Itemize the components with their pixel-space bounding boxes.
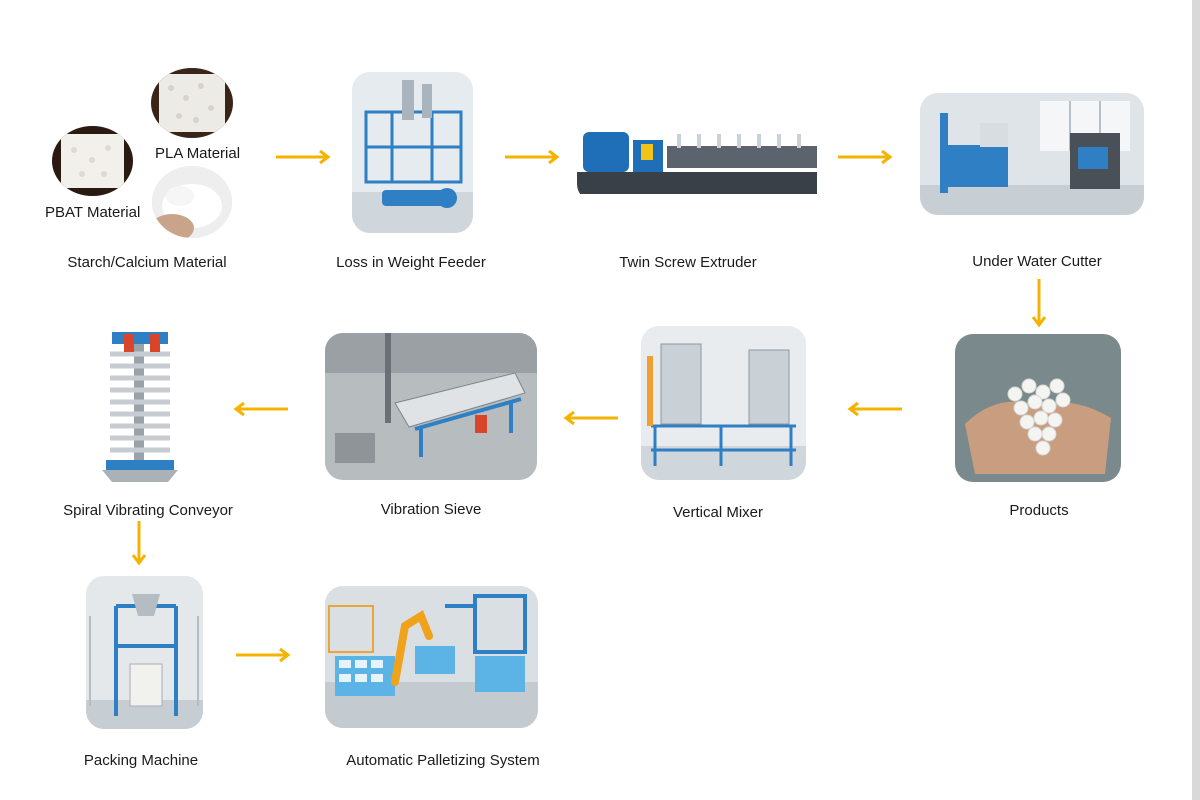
automatic-palletizing-system-photo [325,586,538,728]
arrow-left-mixer-to-sieve [562,410,618,426]
twin-screw-extruder-label: Twin Screw Extruder [619,254,757,271]
arrow-left-products-to-mixer [846,401,902,417]
arrow-right-packing-to-palletizing [236,647,292,663]
automatic-palletizing-system-label: Automatic Palletizing System [346,752,540,769]
arrow-down-conveyor-to-packing [131,521,147,567]
loss-in-weight-feeder-label: Loss in Weight Feeder [336,254,486,271]
packing-machine-photo [86,576,203,729]
arrow-right-materials-to-feeder [276,149,332,165]
spiral-vibrating-conveyor-label: Spiral Vibrating Conveyor [63,502,233,519]
vertical-mixer-label: Vertical Mixer [672,504,764,521]
arrow-left-sieve-to-conveyor [232,401,288,417]
pbat-material-label: PBAT Material [45,204,141,221]
products-photo [955,334,1121,482]
vibration-sieve-label: Vibration Sieve [380,501,482,518]
under-water-cutter-photo [920,93,1144,215]
vertical-mixer-photo [641,326,806,480]
pbat-material-photo [52,126,133,196]
arrow-down-cutter-to-products [1031,279,1047,329]
vibration-sieve-photo [325,333,537,480]
starch-calcium-material-photo [152,166,232,238]
pla-material-label: PLA Material [155,145,241,162]
loss-in-weight-feeder-photo [352,72,473,233]
under-water-cutter-label: Under Water Cutter [972,253,1102,270]
pla-material-photo [151,68,233,138]
page-right-border [1192,0,1200,800]
starch-calcium-material-label: Starch/Calcium Material [67,254,227,271]
products-label: Products [1009,502,1069,519]
arrow-right-extruder-to-cutter [838,149,894,165]
spiral-vibrating-conveyor-photo [98,328,182,486]
arrow-right-feeder-to-extruder [505,149,561,165]
twin-screw-extruder-photo [577,120,827,202]
packing-machine-label: Packing Machine [83,752,199,769]
